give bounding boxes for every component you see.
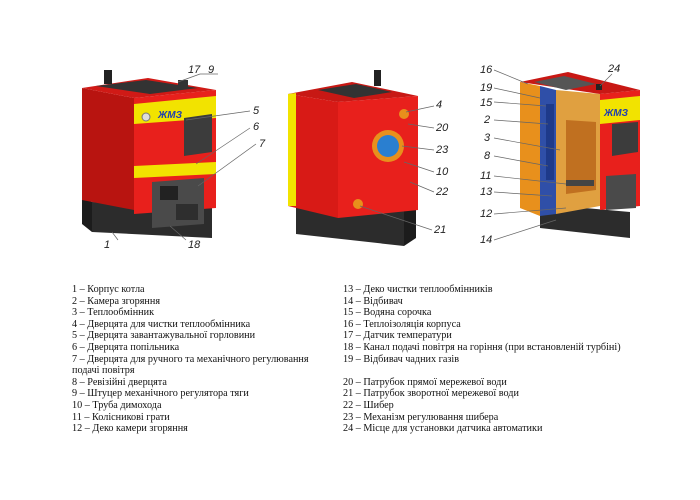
chimney-pipe	[377, 135, 399, 157]
legend-spacer	[343, 365, 643, 377]
brand-label: ЖМЗ	[157, 110, 183, 121]
temperature-sensor	[178, 80, 188, 88]
cutaway-sensor-mount	[596, 84, 602, 90]
legend-item-20: 20 – Патрубок прямої мережевої води	[343, 376, 507, 388]
top-cover	[96, 80, 198, 94]
supply-water-pipe	[399, 109, 409, 119]
return-water-pipe	[353, 199, 363, 209]
ash-door-window	[160, 186, 178, 200]
rear-top-cover	[318, 84, 392, 98]
cutaway-grate	[566, 180, 594, 186]
legend-item-10: 10 – Труба димохода	[72, 399, 162, 411]
rear-base-side	[404, 204, 416, 246]
legend-item-3: 3 – Теплообмінник	[72, 307, 155, 319]
boiler-rear-view: 4 20 23 10 22 21	[288, 70, 449, 246]
legend-item-1: 1 – Корпус котла	[72, 284, 145, 295]
legend-item-19: 19 – Відбивач чадних газів	[343, 353, 460, 365]
legend-left-column: 1 – Корпус котла 2 – Камера згоряння 3 –…	[72, 284, 334, 435]
cutaway-yellow-band	[600, 96, 640, 124]
legend-item-16: 16 – Теплоізоляція корпуса	[343, 318, 461, 330]
regulator-knob	[141, 112, 151, 122]
callout-5: 5	[253, 105, 260, 117]
legend-item-17: 17 – Датчик температури	[343, 330, 452, 342]
callout-22: 22	[435, 186, 448, 198]
legend-item-18: 18 – Канал подачі повітря на горіння (пр…	[343, 341, 621, 353]
cutaway-brand-label: ЖМЗ	[603, 108, 629, 119]
cutaway-top-cover	[534, 76, 596, 90]
callout-18: 18	[188, 239, 201, 251]
legend-item-11: 11 – Колісникові грати	[72, 411, 170, 423]
boiler-base-side	[82, 196, 92, 232]
middle-yellow-band	[134, 162, 216, 178]
cutaway-combustion-chamber	[566, 120, 596, 194]
cutaway-insulation-side	[520, 82, 540, 216]
callout-24: 24	[607, 63, 620, 75]
cutaway-ash-door	[606, 174, 636, 210]
callout-10: 10	[436, 166, 449, 178]
callout-11: 11	[480, 170, 491, 182]
callout-21: 21	[433, 224, 446, 236]
rear-left-side	[288, 94, 338, 218]
legend-item-15: 15 – Водяна сорочка	[343, 307, 432, 319]
callout-12: 12	[480, 208, 492, 220]
callout-1: 1	[104, 239, 110, 251]
callout-8: 8	[484, 150, 491, 162]
legend-item-2: 2 – Камера згоряння	[72, 295, 161, 307]
legend-item-24: 24 – Місце для установки датчика автомат…	[343, 423, 543, 435]
callout-20: 20	[435, 122, 449, 134]
legend-item-14: 14 – Відбивач	[343, 295, 403, 307]
legend-item-12: 12 – Деко камери згоряння	[72, 423, 188, 435]
cutaway-loading-door	[612, 122, 638, 156]
boiler-cutaway-view: ЖМЗ 16 19 15 2 3 8 11 13 12 14 24	[480, 63, 640, 246]
callout-3: 3	[484, 132, 491, 144]
callout-16: 16	[480, 64, 493, 76]
callout-17: 17	[188, 64, 201, 76]
callout-23: 23	[435, 144, 449, 156]
top-handle	[104, 70, 112, 84]
loading-door	[184, 114, 212, 156]
callout-19: 19	[480, 82, 492, 94]
legend-item-22: 22 – Шибер	[343, 399, 394, 411]
cutaway-heat-exchanger	[546, 104, 554, 180]
legend-item-23: 23 – Механізм регулювання шибера	[343, 411, 499, 423]
boiler-diagram: ЖМЗ 17 9 5 6 7 1 18	[82, 63, 640, 251]
rear-yellow-strip	[288, 93, 296, 206]
legend-item-5: 5 – Дверцята завантажувальної горловини	[72, 330, 256, 342]
callout-2: 2	[483, 114, 490, 126]
boiler-front-view: ЖМЗ 17 9 5 6 7 1 18	[82, 64, 266, 251]
legend-item-13: 13 – Деко чистки теплообмінників	[343, 284, 493, 295]
air-control-door	[176, 204, 198, 220]
legend-item-7: 7 – Дверцята для ручного та механічного …	[72, 353, 309, 377]
rear-top-handle	[374, 70, 381, 86]
legend-item-6: 6 – Дверцята попільника	[72, 341, 180, 353]
callout-14: 14	[480, 234, 492, 246]
legend-item-4: 4 – Дверцята для чистки теплообмінника	[72, 318, 251, 330]
ash-door	[152, 178, 204, 228]
legend-item-9: 9 – Штуцер механічного регулятора тяги	[72, 388, 249, 400]
callout-15: 15	[480, 97, 493, 109]
callout-7: 7	[259, 138, 266, 150]
legend-item-21: 21 – Патрубок зворотної мережевої води	[343, 388, 519, 400]
boiler-side-panel	[82, 88, 134, 210]
callout-6: 6	[253, 121, 260, 133]
legend-right-column: 13 – Деко чистки теплообмінників 14 – Ві…	[343, 284, 643, 435]
callout-9: 9	[208, 64, 214, 76]
callout-4: 4	[436, 99, 442, 111]
legend-item-8: 8 – Ревізійні дверцята	[72, 376, 167, 388]
callout-13: 13	[480, 186, 493, 198]
